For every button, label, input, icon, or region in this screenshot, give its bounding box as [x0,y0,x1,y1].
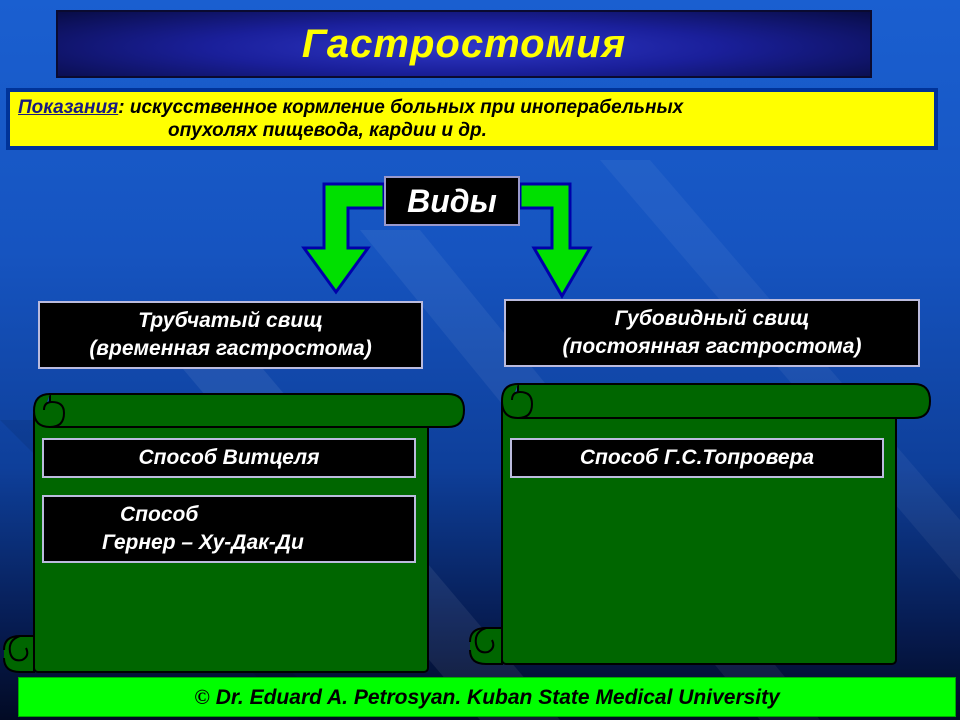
method-toprover: Способ Г.С.Топровера [510,438,884,478]
footer-text: © Dr. Eduard A. Petrosyan. Kuban State M… [194,685,780,710]
type-lip-fistula: Губовидный свищ (постоянная гастростома) [504,299,920,367]
type-left-line-1: Трубчатый свищ [138,309,323,332]
arrow-left-icon [301,182,386,295]
types-header: Виды [384,176,520,226]
indications-label: Показания [18,97,119,118]
type-left-line-2: (временная гастростома) [89,337,372,360]
title-bar: Гастростомия [56,10,872,78]
indications-text-1: : искусственное кормление больных при ин… [118,97,684,118]
footer: © Dr. Eduard A. Petrosyan. Kuban State M… [18,677,956,717]
copyright-symbol: © [194,684,210,709]
indications-line-1: Показания: искусственное кормление больн… [18,96,934,119]
type-right-line-2: (постоянная гастростома) [562,335,862,358]
type-right-line-1: Губовидный свищ [614,307,810,330]
method-gerner-line-2: Гернер – Ху-Дак-Ди [102,531,304,554]
scroll-right [469,383,932,665]
footer-credit: Dr. Eduard A. Petrosyan. Kuban State Med… [215,685,780,709]
arrow-right-icon [518,182,593,299]
method-gerner-hu-dak-di: Способ Гернер – Ху-Дак-Ди [42,495,416,563]
indications-box: Показания: искусственное кормление больн… [6,88,938,150]
type-tubular-fistula: Трубчатый свищ (временная гастростома) [38,301,423,369]
page-title: Гастростомия [301,21,627,66]
indications-text-2: опухолях пищевода, кардии и др. [168,120,487,141]
method-witzel: Способ Витцеля [42,438,416,478]
method-gerner-line-1: Способ [120,503,199,526]
